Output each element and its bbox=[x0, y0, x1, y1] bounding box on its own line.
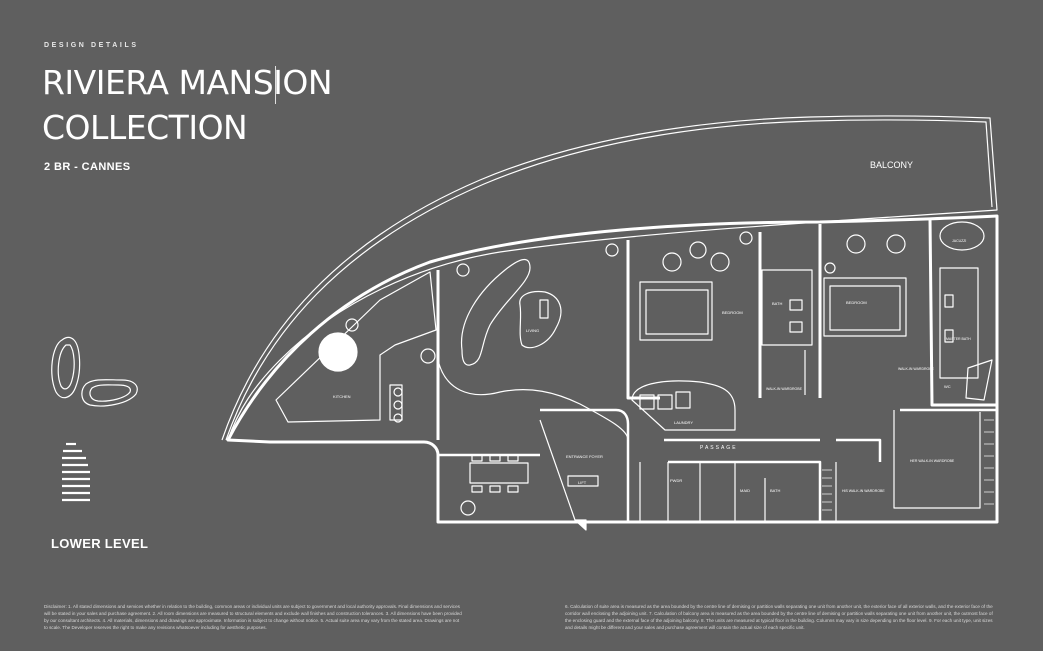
jacuzzi bbox=[939, 221, 985, 251]
disclaimer-left: Disclaimer: 1. All stated dimensions and… bbox=[44, 604, 462, 630]
level-label: LOWER LEVEL bbox=[51, 536, 149, 551]
room-label-walkin-2: WALK-IN WARDROBE bbox=[898, 367, 935, 371]
bed-1 bbox=[639, 281, 713, 341]
room-label-balcony: BALCONY bbox=[870, 160, 913, 170]
building-elevation-icon bbox=[62, 442, 90, 502]
room-label-jacuzzi: JACUZZI bbox=[952, 239, 966, 243]
living-sofa bbox=[460, 259, 531, 366]
room-label-living: LIVING bbox=[526, 328, 539, 333]
room-label-laundry: LAUNDRY bbox=[674, 420, 693, 425]
room-label-bath: BATH bbox=[772, 301, 782, 306]
site-key-map bbox=[51, 336, 138, 407]
balcony-outline bbox=[221, 115, 998, 441]
room-label-bedroom-1: BEDROOM bbox=[722, 310, 743, 315]
room-label-lift: LIFT bbox=[578, 480, 587, 485]
room-label-entrance-foyer: ENTRANCE FOYER bbox=[566, 454, 603, 459]
dining-table bbox=[469, 462, 529, 484]
unit-type-label: 2 BR - CANNES bbox=[44, 161, 131, 173]
room-label-passage: PASSAGE bbox=[700, 445, 738, 451]
room-label-her-walkin: HER WALK-IN WARDROBE bbox=[910, 459, 955, 463]
room-label-master-bath: MASTER BATH bbox=[946, 337, 971, 341]
kitchen-round-table bbox=[318, 332, 358, 372]
room-label-his-walkin: HIS WALK-IN WARDROBE bbox=[842, 489, 885, 493]
room-label-bath-1: BATH bbox=[770, 488, 780, 493]
title-line-2: COLLECTION bbox=[42, 108, 248, 147]
room-label-maid: MAID bbox=[740, 488, 750, 493]
disclaimer-right: 6. Calculation of suite area is measured… bbox=[565, 604, 993, 630]
room-label-walkin-1: WALK-IN WARDROBE bbox=[766, 387, 803, 391]
room-label-wc: WC bbox=[944, 384, 951, 389]
text-cursor bbox=[275, 66, 276, 104]
room-label-bedroom-2: BEDROOM bbox=[846, 300, 867, 305]
bed-2 bbox=[823, 277, 907, 337]
title-line-1: RIVIERA MANSION bbox=[42, 63, 333, 102]
room-label-powder: PWDR bbox=[670, 478, 682, 483]
page-title: RIVIERA MANSION COLLECTION bbox=[42, 60, 333, 150]
eyebrow-label: DESIGN DETAILS bbox=[44, 42, 139, 49]
room-label-kitchen: KITCHEN bbox=[333, 394, 351, 399]
kitchen-counter bbox=[275, 271, 437, 423]
